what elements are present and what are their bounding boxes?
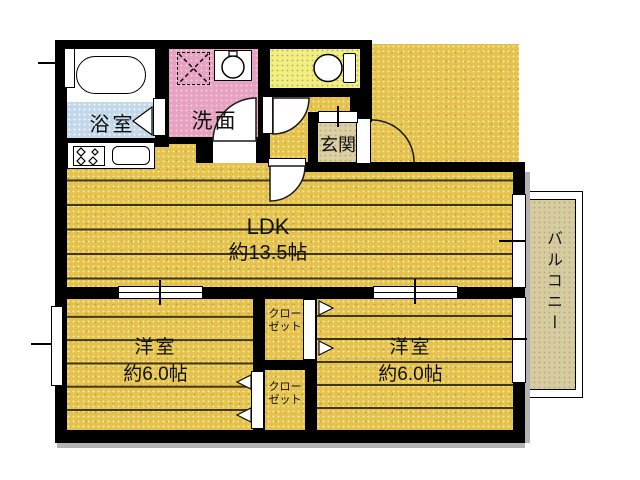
- toilet-tank-icon: [343, 53, 356, 83]
- bedroom-right-area: 約6.0帖: [378, 364, 443, 385]
- wall-entrance-left: [308, 112, 318, 172]
- wall-closet-top: [253, 287, 317, 299]
- washbasin-icon: [214, 50, 252, 81]
- entrance-step-tick: [337, 106, 339, 127]
- wall-top: [55, 40, 372, 49]
- front-door-leaf: [356, 118, 371, 164]
- room-label-entrance: 玄関: [320, 135, 356, 155]
- room-label-washroom: 洗面: [191, 110, 238, 133]
- bedroom-left-window: [51, 306, 63, 386]
- shadow-right: [525, 172, 530, 443]
- wall-bottom: [55, 430, 525, 443]
- ldk-area: 約13.5帖: [228, 242, 308, 264]
- room-label-bedroom-right: 洋室 約6.0帖: [313, 334, 508, 388]
- bedroom-left-window-tick: [31, 343, 51, 345]
- sliding-door-left-tick: [159, 280, 161, 305]
- room-label-closet-bottom: クロー ゼット: [263, 381, 307, 407]
- sliding-door-right-tick: [414, 279, 416, 304]
- closet-bottom-line1: クロー: [268, 381, 302, 393]
- ldk-door-leaf: [268, 158, 306, 167]
- bedroom-left-area: 約6.0帖: [123, 364, 188, 385]
- bedroom-right-name: 洋室: [389, 337, 432, 358]
- room-label-bedroom-left: 洋室 約6.0帖: [58, 334, 253, 388]
- closet-bottom-door: [251, 371, 264, 429]
- washing-machine-space-icon: [177, 52, 210, 85]
- closet-bottom-line2: ゼット: [268, 394, 302, 406]
- closet-top-line1: クロー: [268, 308, 302, 320]
- bedroom-right-window-tick: [503, 338, 527, 340]
- ldk-name: LDK: [246, 214, 290, 239]
- bath-window: [64, 48, 75, 88]
- wall-below-washroom: [196, 137, 213, 163]
- ldk-balcony-window-tick: [499, 240, 525, 242]
- wall-between-closets: [253, 360, 317, 370]
- wall-ldk-top-right: [298, 162, 525, 172]
- bedroom-left-floor-lines: [67, 299, 253, 430]
- room-entrance: [318, 123, 358, 162]
- bedroom-right-balcony-window: [512, 297, 526, 383]
- bath-window-tick: [38, 62, 64, 64]
- closet-top-door: [303, 299, 316, 360]
- wall-toilet-bottom: [270, 88, 360, 97]
- bathtub-icon: [76, 56, 146, 94]
- washroom-door-opening: [213, 138, 256, 163]
- wall-toilet-right: [360, 40, 372, 122]
- shadow-bottom: [57, 443, 525, 448]
- wall-below-washroom-left: [168, 137, 196, 144]
- bath-door-bar: [153, 98, 166, 136]
- kitchen-sink-icon: [112, 146, 150, 165]
- room-label-ldk: LDK 約13.5帖: [168, 213, 368, 267]
- bedroom-left-name: 洋室: [134, 337, 177, 358]
- closet-top-line2: ゼット: [268, 321, 302, 333]
- bedroom-right-floor-lines: [317, 299, 513, 430]
- room-label-balcony: バルコニー: [544, 229, 561, 335]
- room-label-closet-top: クロー ゼット: [263, 308, 307, 334]
- room-label-bath: 浴室: [89, 114, 136, 136]
- stove-icon: [73, 146, 105, 166]
- toilet-door-leaf: [262, 96, 273, 134]
